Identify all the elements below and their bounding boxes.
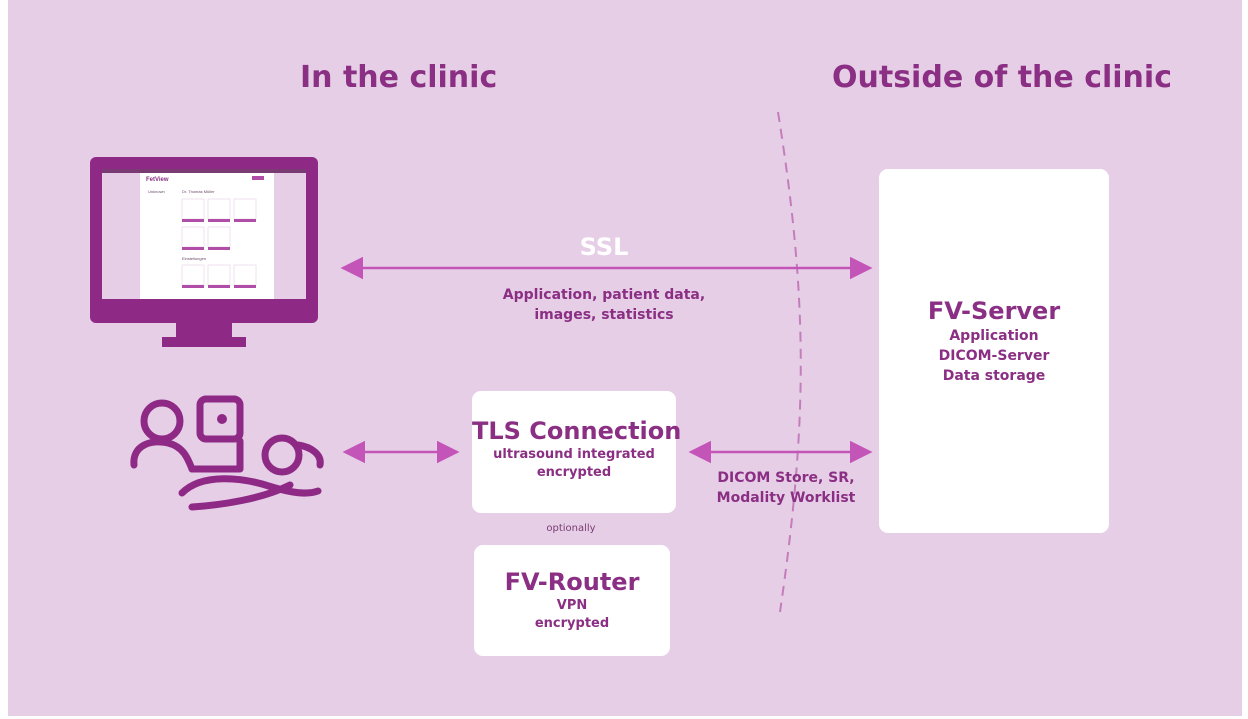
- optional-label: optionally: [546, 523, 596, 534]
- tls-line: encrypted: [536, 465, 612, 480]
- screen-logo: FetView: [146, 177, 169, 183]
- dicom-line: Modality Worklist: [716, 490, 856, 506]
- tls-connection-box: TLS Connection ultrasound integrated enc…: [472, 391, 682, 513]
- fv-router-box: FV-Router VPN encrypted: [474, 545, 670, 656]
- server-line: Data storage: [942, 368, 1046, 384]
- router-line: VPN: [556, 598, 588, 613]
- tls-line: ultrasound integrated: [493, 447, 655, 462]
- dicom-line: DICOM Store, SR,: [717, 470, 855, 486]
- server-title: FV-Server: [927, 297, 1061, 325]
- ultrasound-icon: [130, 395, 324, 511]
- ssl-label: SSL: [579, 233, 629, 261]
- ssl-description: Application, patient data, images, stati…: [484, 285, 724, 325]
- connector-layer: [340, 111, 873, 613]
- server-line: Application: [949, 328, 1039, 344]
- ssl-description-line: Application, patient data,: [502, 287, 706, 303]
- tls-title: TLS Connection: [472, 417, 682, 445]
- screen-section-label: Einstellungen: [182, 256, 206, 261]
- heading-outside-clinic: Outside of the clinic: [832, 60, 1172, 95]
- screen-sidebar-heading: Unknown: [148, 189, 165, 194]
- screen-user: Dr. Thomas Müller: [182, 189, 215, 194]
- clinic-boundary-line: [777, 111, 802, 613]
- heading-in-clinic: In the clinic: [300, 60, 498, 95]
- dicom-description: DICOM Store, SR, Modality Worklist: [696, 468, 876, 508]
- router-title: FV-Router: [504, 568, 640, 596]
- router-line: encrypted: [534, 616, 610, 631]
- server-line: DICOM-Server: [938, 348, 1050, 364]
- ssl-description-line: images, statistics: [534, 307, 674, 323]
- monitor-icon: FetView Unknown Dr. Thomas Müller Einste…: [90, 157, 318, 347]
- diagram-canvas: In the clinic Outside of the clinic FetV…: [8, 0, 1242, 716]
- fv-server-box: FV-Server Application DICOM-Server Data …: [879, 169, 1109, 533]
